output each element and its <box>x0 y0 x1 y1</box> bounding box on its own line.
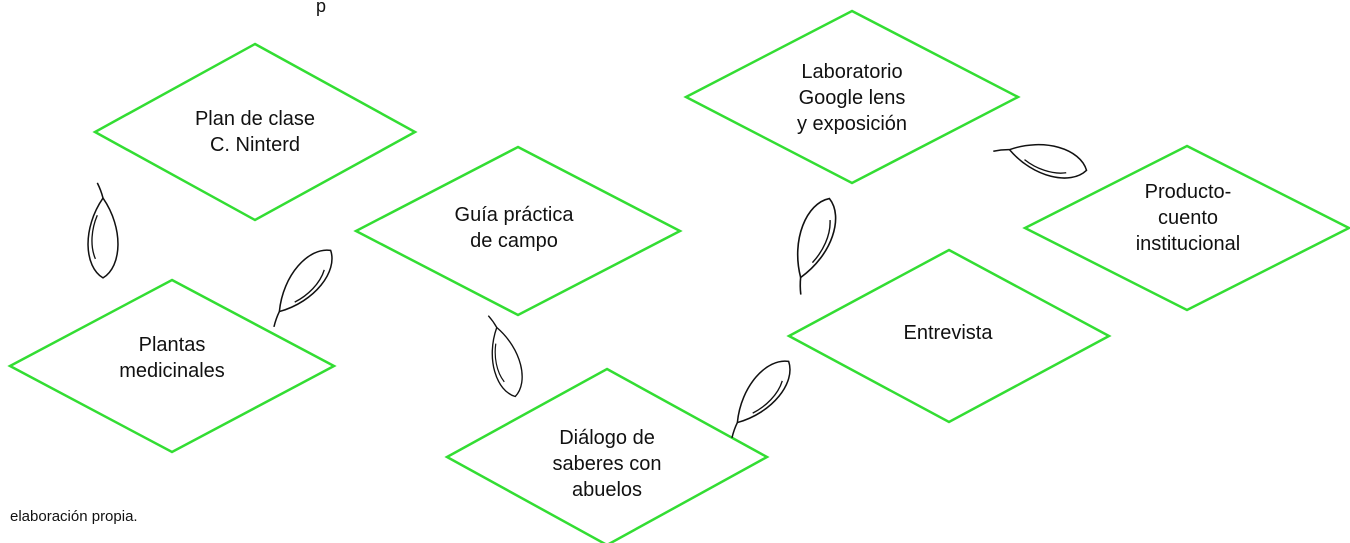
diamond-plantas-medicinales <box>7 278 337 454</box>
node-label-dialogo-saberes: Diálogo de saberes con abuelos <box>552 427 662 501</box>
diamond-plan-de-clase <box>92 42 418 222</box>
node-label-plantas-medicinales: Plantas medicinales <box>119 334 225 382</box>
leaf-icon <box>796 197 837 295</box>
top-fragment-text: p <box>316 0 327 16</box>
diamond-layer <box>7 9 1350 543</box>
node-label-laboratorio: Laboratorio Google lens y exposición <box>796 61 908 135</box>
leaf-icon <box>731 360 791 439</box>
leaf-icon <box>993 143 1088 179</box>
diamond-laboratorio <box>683 9 1021 185</box>
figure-caption: elaboración propia. <box>10 508 138 525</box>
diamond-producto-cuento <box>1022 144 1350 312</box>
leaf-icon <box>273 249 333 328</box>
diamond-dialogo-saberes <box>444 367 770 543</box>
leaf-icon <box>87 182 119 279</box>
diamond-entrevista <box>786 248 1112 424</box>
leaf-layer <box>87 143 1088 439</box>
node-label-guia-practica: Guía práctica de campo <box>454 204 574 252</box>
leaf-icon <box>487 315 523 398</box>
diamond-guia-practica <box>353 145 683 317</box>
node-label-entrevista: Entrevista <box>903 322 993 344</box>
node-label-producto-cuento: Producto- cuento institucional <box>1135 181 1241 255</box>
node-label-plan-de-clase: Plan de clase C. Ninterd <box>194 108 316 156</box>
